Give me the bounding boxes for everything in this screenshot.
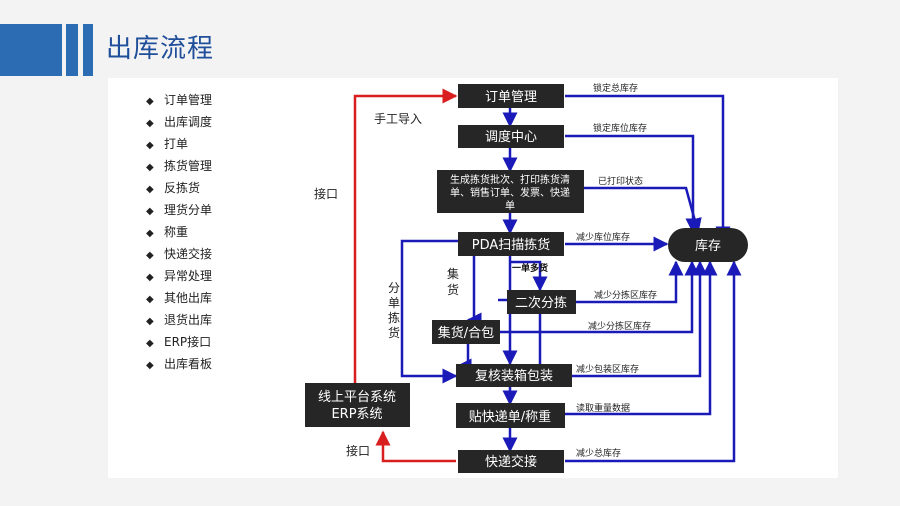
svg-text:调度中心: 调度中心 — [485, 129, 537, 145]
header-accent-bar — [0, 24, 62, 76]
diamond-icon: ◆ — [146, 338, 154, 349]
edge-label: 减少总库存 — [576, 447, 621, 459]
svg-text:ERP系统: ERP系统 — [331, 407, 382, 422]
system-node: 线上平台系统 ERP系统 — [305, 383, 410, 427]
svg-text:生成拣货批次、打印拣货清: 生成拣货批次、打印拣货清 — [450, 173, 570, 186]
diamond-icon: ◆ — [146, 250, 154, 261]
edge-label: 已打印状态 — [598, 175, 643, 187]
menu-item: ◆反拣货 — [146, 179, 212, 201]
edge-label: 接口 — [346, 443, 370, 458]
flow-node: 生成拣货批次、打印拣货清 单、销售订单、发票、快递 单 — [437, 170, 584, 213]
edge-label: 减少分拣区库存 — [588, 320, 651, 332]
edge-label: 一单多货 — [512, 262, 548, 274]
diamond-icon: ◆ — [146, 272, 154, 283]
edge-label: 单 — [388, 296, 400, 310]
menu-item: ◆退货出库 — [146, 311, 212, 333]
svg-text:复核装箱包装: 复核装箱包装 — [475, 368, 553, 384]
menu-item: ◆拣货管理 — [146, 157, 212, 179]
edge-label: 读取重量数据 — [576, 402, 630, 414]
menu-item: ◆称重 — [146, 223, 212, 245]
page-title: 出库流程 — [106, 34, 215, 64]
svg-text:PDA扫描拣货: PDA扫描拣货 — [472, 237, 551, 253]
diamond-icon: ◆ — [146, 206, 154, 217]
diamond-icon: ◆ — [146, 184, 154, 195]
edge-label: 分 — [388, 281, 400, 295]
edge-label: 集 — [447, 266, 459, 281]
diamond-icon: ◆ — [146, 96, 154, 107]
flow-node: 复核装箱包装 — [456, 364, 572, 387]
flow-node: 订单管理 — [458, 84, 564, 108]
diamond-icon: ◆ — [146, 316, 154, 327]
flow-node: 调度中心 — [458, 125, 564, 148]
diamond-icon: ◆ — [146, 140, 154, 151]
svg-text:贴快递单/称重: 贴快递单/称重 — [469, 409, 551, 425]
edge-label: 锁定总库存 — [593, 82, 638, 94]
diamond-icon: ◆ — [146, 294, 154, 305]
edge-label: 货 — [447, 282, 459, 297]
flow-node: 贴快递单/称重 — [456, 403, 565, 428]
svg-text:快递交接: 快递交接 — [485, 454, 537, 470]
header-accent-bar — [83, 24, 93, 76]
menu-item: ◆出库调度 — [146, 113, 212, 135]
edge-label: 减少包装区库存 — [576, 363, 639, 375]
svg-text:单、销售订单、发票、快递: 单、销售订单、发票、快递 — [450, 186, 570, 199]
stock-node: 库存 — [668, 228, 748, 262]
diamond-icon: ◆ — [146, 228, 154, 239]
flow-node: PDA扫描拣货 — [458, 232, 564, 256]
diamond-icon: ◆ — [146, 118, 154, 129]
menu-list: ◆订单管理 ◆出库调度 ◆打单 ◆拣货管理 ◆反拣货 ◆理货分单 ◆称重 ◆快递… — [146, 91, 212, 377]
edge-label: 锁定库位库存 — [593, 122, 647, 134]
menu-item: ◆打单 — [146, 135, 212, 157]
svg-text:订单管理: 订单管理 — [485, 90, 537, 105]
menu-item: ◆ERP接口 — [146, 333, 212, 355]
svg-text:二次分拣: 二次分拣 — [515, 295, 567, 311]
edge-label: 减少分拣区库存 — [594, 289, 657, 301]
svg-text:单: 单 — [505, 200, 515, 212]
svg-text:集货/合包: 集货/合包 — [438, 325, 494, 341]
header-accent-bar — [66, 24, 78, 76]
flow-node: 快递交接 — [458, 450, 564, 473]
diamond-icon: ◆ — [146, 162, 154, 173]
red-flow-lines — [353, 88, 458, 463]
edge-label: 接口 — [314, 186, 338, 201]
menu-item: ◆理货分单 — [146, 201, 212, 223]
edge-label: 货 — [388, 325, 400, 340]
menu-item: ◆订单管理 — [146, 91, 212, 113]
diamond-icon: ◆ — [146, 360, 154, 371]
edge-label: 手工导入 — [374, 112, 422, 126]
menu-item: ◆快递交接 — [146, 245, 212, 267]
svg-text:线上平台系统: 线上平台系统 — [318, 390, 396, 405]
svg-text:库存: 库存 — [695, 238, 721, 254]
flow-node: 二次分拣 — [507, 290, 576, 314]
menu-item: ◆出库看板 — [146, 355, 212, 377]
flow-node: 集货/合包 — [432, 320, 500, 344]
menu-item: ◆其他出库 — [146, 289, 212, 311]
edge-label: 拣 — [388, 310, 400, 325]
edge-label: 减少库位库存 — [576, 231, 630, 243]
menu-item: ◆异常处理 — [146, 267, 212, 289]
